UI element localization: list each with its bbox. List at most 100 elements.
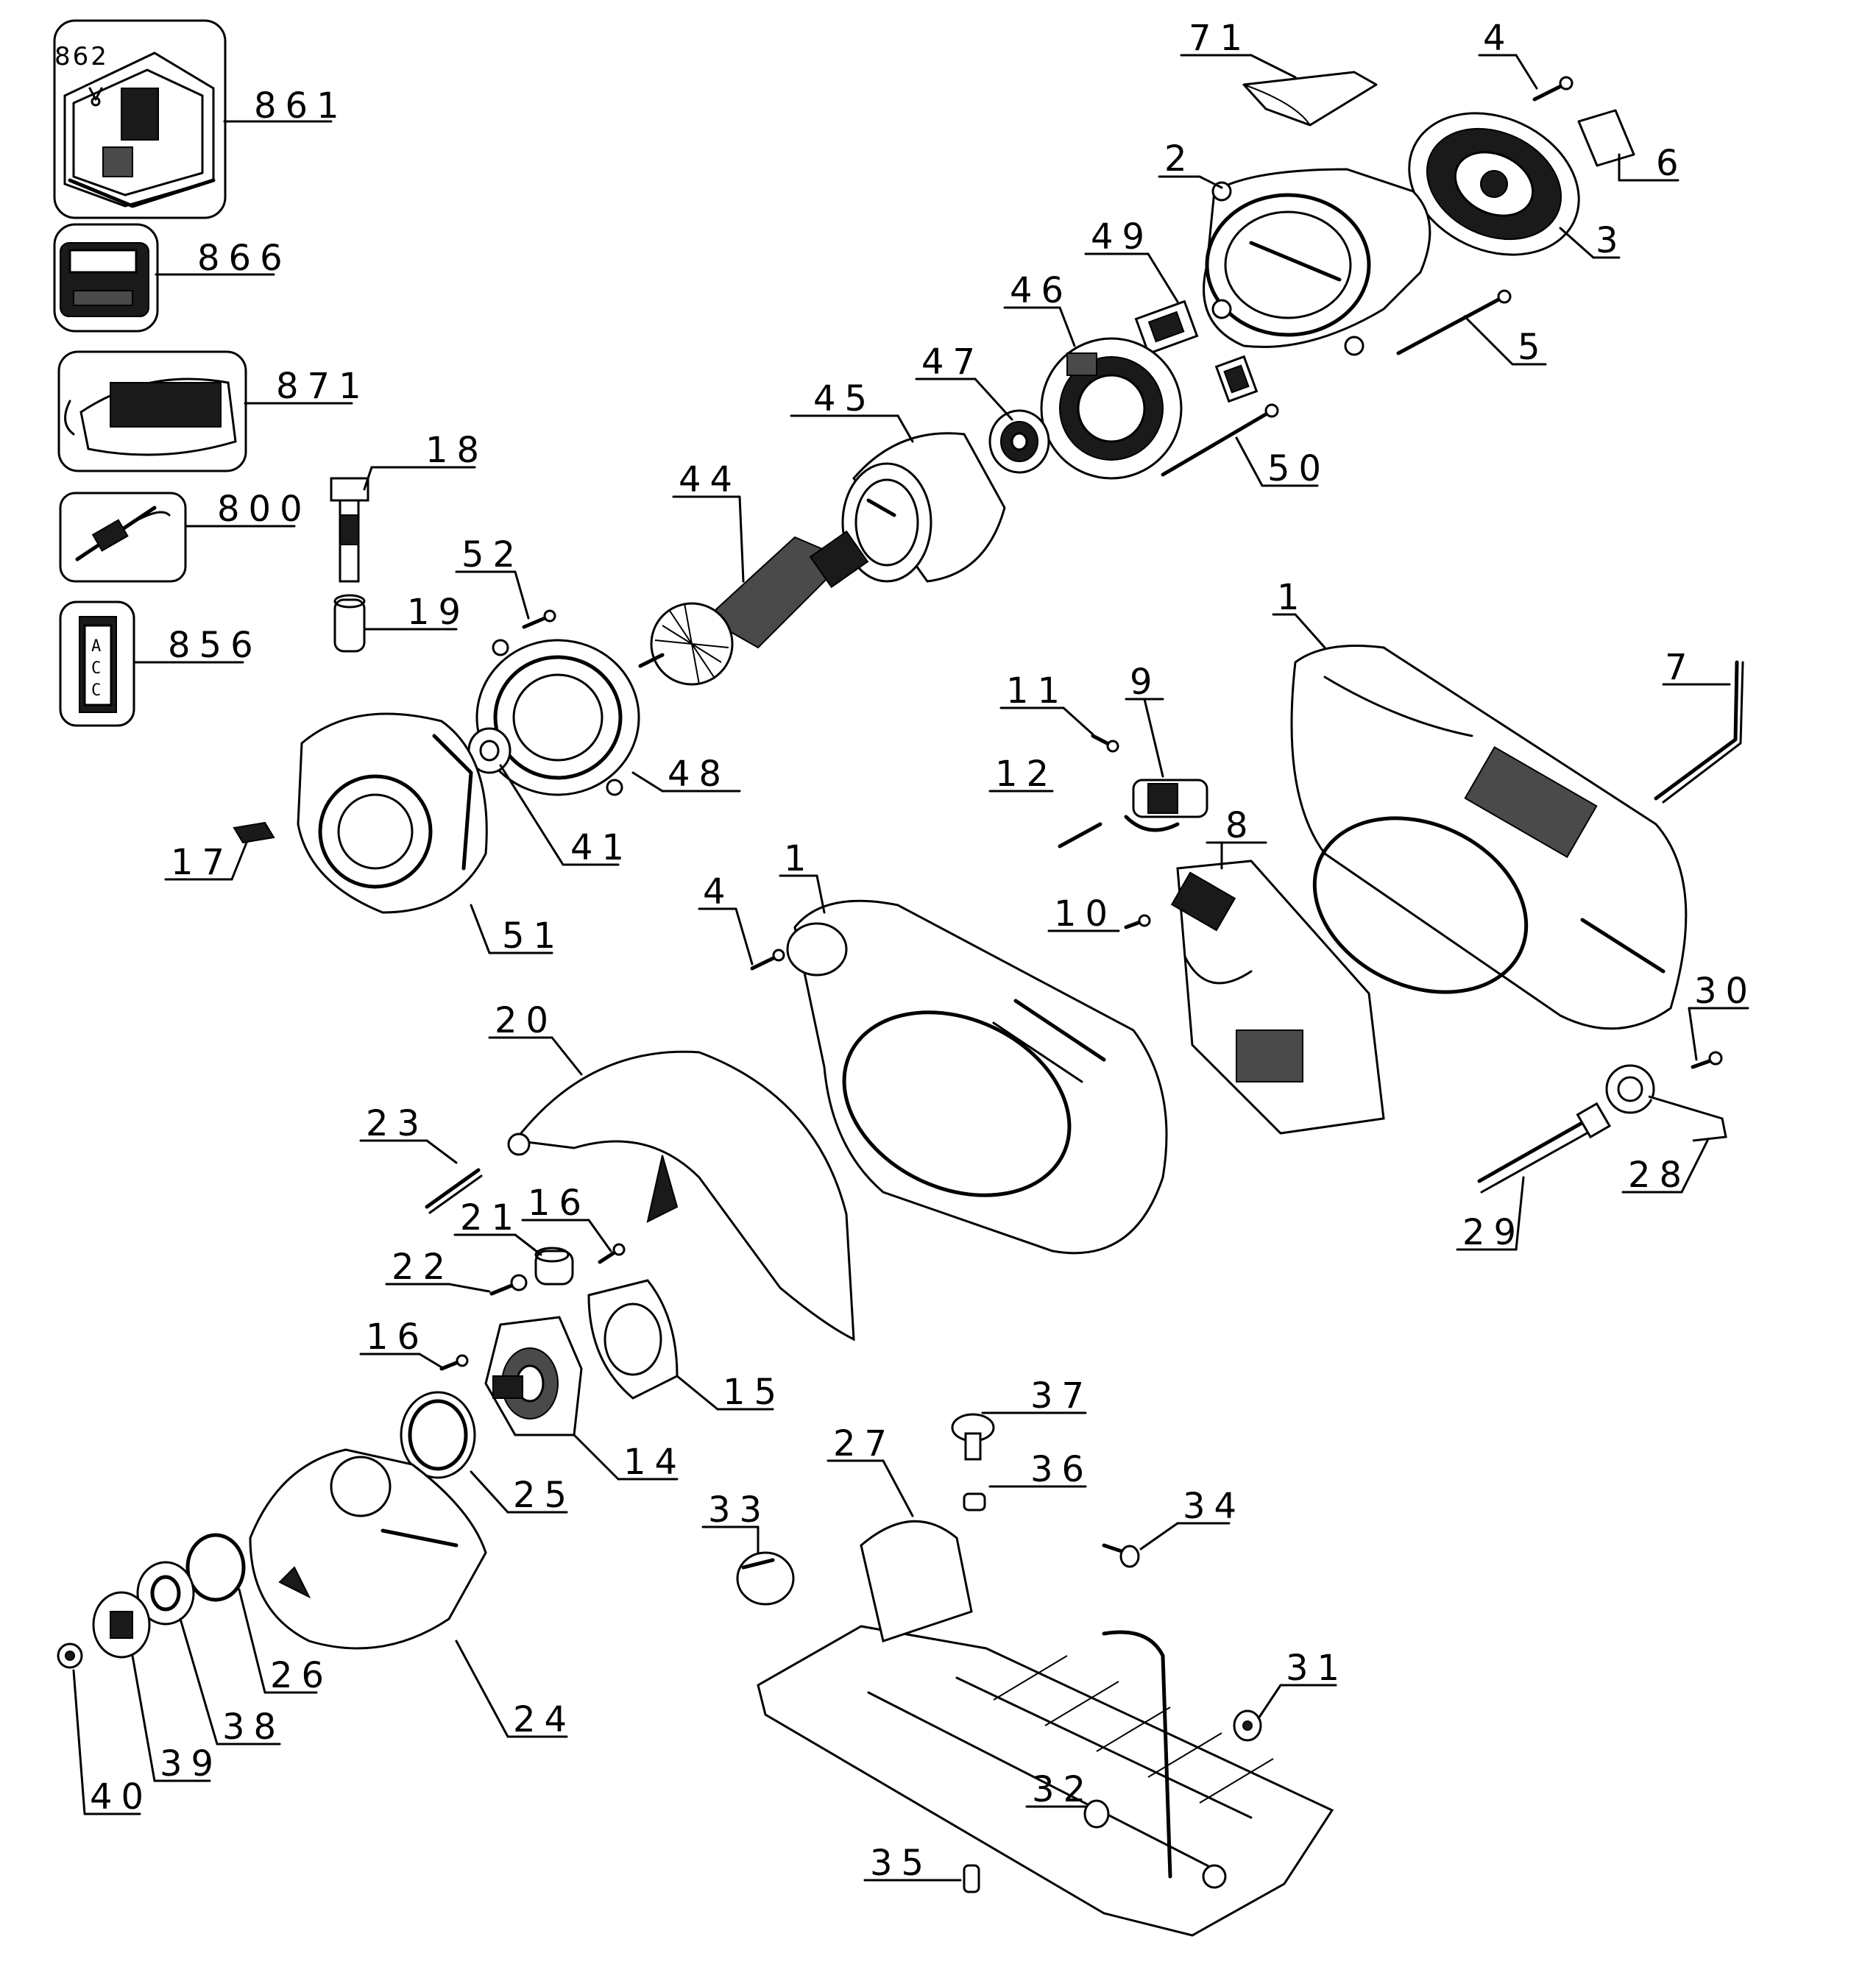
part-37-knob (951, 1413, 995, 1461)
part-17-clip (233, 821, 275, 844)
acc-letter-2: C (91, 659, 101, 678)
label-71: 71 (1189, 18, 1251, 59)
label-862: 862 (54, 42, 109, 71)
label-52: 52 (461, 534, 524, 575)
part-38-washer (136, 1561, 195, 1626)
part-71-label (1242, 71, 1378, 127)
part-39-clamp-washer (92, 1591, 151, 1659)
label-10: 10 (1054, 893, 1116, 935)
part-40-blade-screw (57, 1642, 83, 1669)
part-26-retaining-ring (185, 1533, 246, 1602)
part-7-hex-wrench (1654, 660, 1744, 804)
part-21-bushing (534, 1247, 574, 1286)
part-19-spacer (333, 594, 366, 653)
part-47-bearing (988, 409, 1050, 474)
label-23: 23 (366, 1103, 428, 1144)
label-15: 15 (723, 1372, 785, 1413)
part-1-handle-right (1290, 645, 1688, 1030)
label-51: 51 (502, 915, 564, 957)
part-14-gear-spindle (484, 1316, 583, 1436)
label-11: 11 (1006, 670, 1069, 712)
label-9: 9 (1130, 662, 1161, 703)
part-4-screw-top (1532, 76, 1574, 102)
part-15-gasket (587, 1279, 679, 1400)
label-41: 41 (570, 827, 633, 868)
part-32-pin (1083, 1799, 1110, 1829)
label-17: 17 (171, 842, 233, 883)
part-18-switch-lock (330, 477, 369, 583)
part-34-pin (1102, 1543, 1140, 1568)
part-44-armature (638, 530, 869, 686)
label-8: 8 (1225, 805, 1257, 846)
part-3-end-cap (1408, 112, 1580, 256)
label-14: 14 (623, 1442, 686, 1483)
label-26: 26 (270, 1655, 333, 1696)
label-36: 36 (1030, 1449, 1093, 1490)
leader-lines (72, 54, 1749, 1882)
label-871: 871 (276, 366, 370, 407)
label-16-upper: 16 (528, 1183, 590, 1224)
part-4-screw-mid (750, 949, 785, 971)
part-2-motor-housing (1203, 168, 1431, 356)
label-37: 37 (1030, 1375, 1093, 1417)
label-4-top: 4 (1483, 18, 1515, 59)
part-45-field (841, 432, 1006, 583)
part-6-label (1577, 109, 1635, 167)
part-5-long-screw (1396, 289, 1512, 355)
part-856-label: A C C (59, 600, 135, 727)
part-862-key (88, 87, 103, 107)
part-28-lever (1605, 1064, 1727, 1142)
label-856: 856 (168, 625, 262, 666)
part-23-pin (425, 1168, 483, 1214)
part-35-pin (963, 1864, 980, 1893)
part-30-screw (1691, 1051, 1723, 1069)
part-22-shoulder-screw (489, 1274, 528, 1296)
part-11-pin (1091, 734, 1119, 753)
part-1-handle-left (786, 899, 1168, 1255)
part-46-brush-holder (1040, 337, 1183, 480)
label-40: 40 (90, 1776, 152, 1818)
label-24: 24 (513, 1699, 576, 1740)
part-24-lower-guard (249, 1448, 487, 1650)
part-52-screw (522, 609, 556, 629)
label-861: 861 (254, 85, 348, 127)
label-31: 31 (1286, 1648, 1348, 1689)
part-48-fan-baffle (475, 639, 640, 796)
label-22: 22 (392, 1247, 454, 1288)
label-29: 29 (1462, 1212, 1525, 1253)
part-36-nut (963, 1492, 986, 1511)
part-10-screw (1124, 914, 1151, 929)
part-33-knob (736, 1551, 795, 1606)
label-3: 3 (1596, 220, 1627, 261)
label-800: 800 (217, 489, 311, 530)
label-48: 48 (668, 754, 730, 795)
label-50: 50 (1267, 448, 1330, 489)
label-46: 46 (1010, 270, 1072, 311)
label-35: 35 (870, 1843, 932, 1884)
label-25: 25 (513, 1475, 576, 1516)
label-38: 38 (222, 1706, 285, 1748)
part-27-shoe (757, 1520, 1334, 1937)
label-32: 32 (1032, 1769, 1094, 1810)
label-27: 27 (833, 1423, 896, 1464)
label-866: 866 (197, 238, 291, 279)
part-29-bolt (1477, 1102, 1612, 1194)
label-1-left: 1 (784, 838, 815, 879)
label-16-lower: 16 (366, 1316, 428, 1358)
part-8-switch-wiring (1170, 860, 1385, 1135)
part-9-trigger (1124, 779, 1208, 832)
label-45: 45 (813, 378, 876, 419)
label-21: 21 (460, 1197, 523, 1238)
part-866-battery (53, 223, 159, 333)
part-16-screw-lower (439, 1354, 469, 1371)
part-50-rod (1161, 403, 1279, 477)
label-33: 33 (708, 1489, 771, 1531)
part-51-gear-case (297, 712, 488, 914)
part-25-ring (400, 1391, 476, 1479)
label-1-right: 1 (1277, 577, 1309, 618)
label-7: 7 (1665, 647, 1696, 688)
part-20-upper-guard (507, 1050, 855, 1342)
part-12-spring-pin (1058, 822, 1102, 848)
